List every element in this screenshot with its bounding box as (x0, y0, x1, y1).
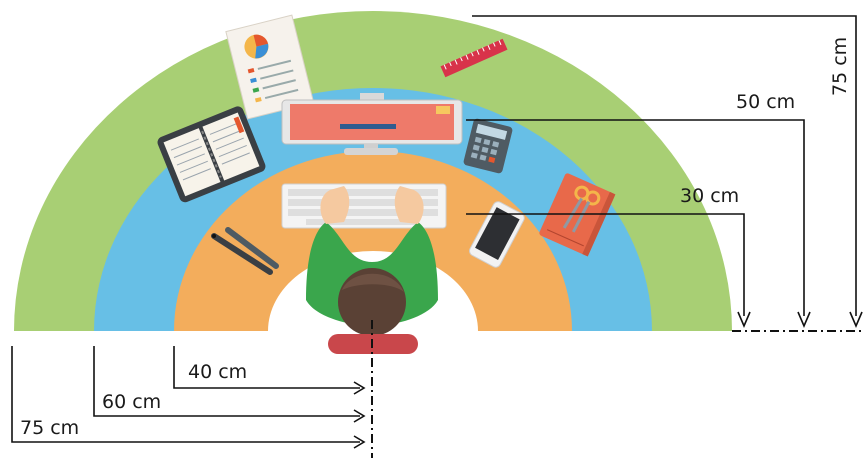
dim-line-75 (472, 15, 857, 316)
dim-arrow-75-bottom (353, 435, 366, 449)
pens-icon (211, 227, 279, 275)
planner-icon (157, 106, 266, 203)
calculator-icon (463, 118, 513, 174)
dim-arrow-50 (797, 311, 811, 329)
ruler-icon (440, 38, 508, 78)
inner-zone (174, 151, 572, 331)
report-document-icon (225, 14, 315, 120)
label-60cm: 60 cm (102, 391, 161, 413)
label-30cm: 30 cm (680, 185, 739, 207)
dim-line-40 (173, 346, 360, 389)
dim-line-60 (93, 346, 360, 417)
label-40cm: 40 cm (188, 361, 247, 383)
dim-line-30 (466, 213, 745, 316)
smartphone-icon (469, 201, 525, 268)
dim-line-75-bottom (11, 346, 360, 443)
monitor-icon (281, 93, 463, 155)
dim-arrow-30 (737, 311, 751, 329)
dim-arrow-60 (353, 409, 366, 423)
label-75cm-right: 75 cm (829, 37, 851, 96)
label-75cm-bottom: 75 cm (20, 417, 79, 439)
person-icon (306, 186, 438, 336)
dim-arrow-75 (849, 311, 863, 329)
dim-line-50 (466, 119, 805, 316)
dim-arrow-40 (353, 381, 366, 395)
label-50cm: 50 cm (736, 91, 795, 113)
